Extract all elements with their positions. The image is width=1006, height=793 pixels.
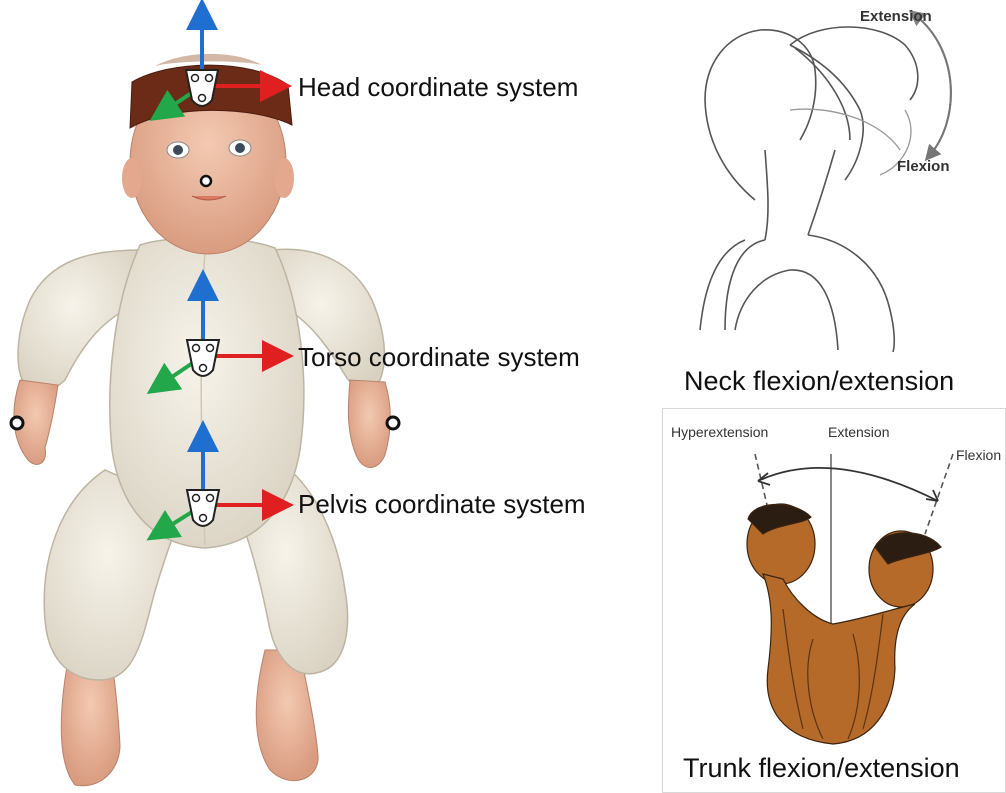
neck-flexion-label: Flexion (897, 158, 950, 175)
trunk-extension-label: Extension (828, 424, 889, 440)
neck-extension-label: Extension (860, 8, 932, 25)
trunk-panel: Hyperextension Extension Flexion Trunk f… (662, 408, 1006, 793)
right-wrist-marker (387, 417, 399, 429)
torso-coordinate-label: Torso coordinate system (298, 342, 580, 373)
trunk-flexion-illustration (663, 409, 1006, 793)
trunk-flexion-label: Flexion (956, 447, 1001, 463)
left-wrist-marker (11, 417, 23, 429)
trunk-caption: Trunk flexion/extension (683, 753, 960, 784)
neck-caption: Neck flexion/extension (684, 366, 954, 397)
infant-manikin-figure (0, 0, 660, 793)
head-coordinate-label: Head coordinate system (298, 72, 578, 103)
hyperextension-label: Hyperextension (671, 424, 768, 440)
pelvis-coordinate-label: Pelvis coordinate system (298, 489, 586, 520)
